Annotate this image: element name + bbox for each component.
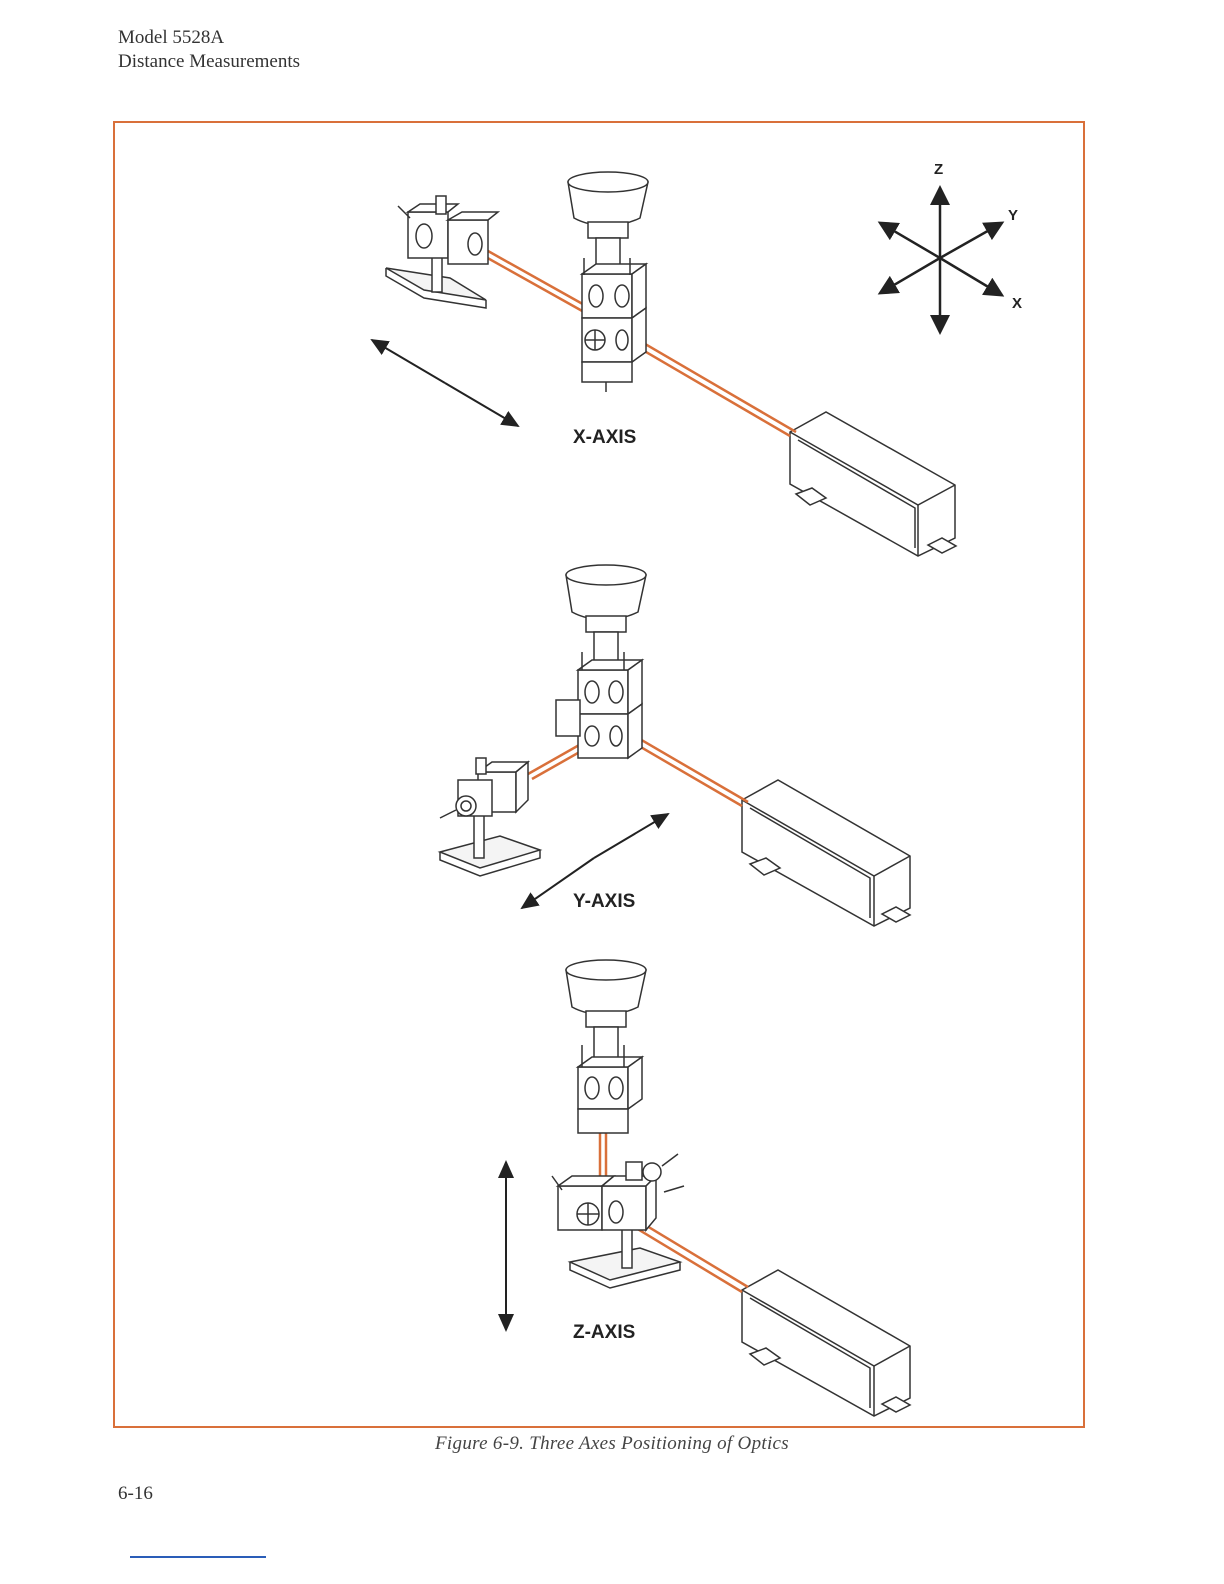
footer-rule [130, 1556, 266, 1558]
laser-head [742, 1270, 910, 1416]
panel-x-axis-label: X-AXIS [573, 427, 636, 448]
retroreflector [386, 196, 498, 308]
compass-x-label: X [1012, 295, 1022, 312]
laser-head [742, 780, 910, 926]
figure-caption: Figure 6-9. Three Axes Positioning of Op… [0, 1433, 1224, 1455]
compass-z-label: Z [934, 161, 943, 178]
panel-z-axis-label: Z-AXIS [573, 1322, 635, 1343]
panel-x-axis [372, 172, 956, 556]
interferometer-stack [566, 960, 646, 1133]
interferometer-stack [568, 172, 648, 392]
retroreflector [440, 758, 540, 876]
laser-head [790, 412, 956, 556]
compass-y-label: Y [1008, 207, 1018, 224]
panel-y-axis [440, 565, 910, 926]
axes-compass [882, 190, 1000, 330]
retroreflector [552, 1154, 684, 1288]
panel-y-axis-label: Y-AXIS [573, 891, 635, 912]
panel-z-axis [506, 960, 910, 1416]
interferometer-stack [556, 565, 646, 758]
page-number: 6-16 [118, 1483, 153, 1505]
